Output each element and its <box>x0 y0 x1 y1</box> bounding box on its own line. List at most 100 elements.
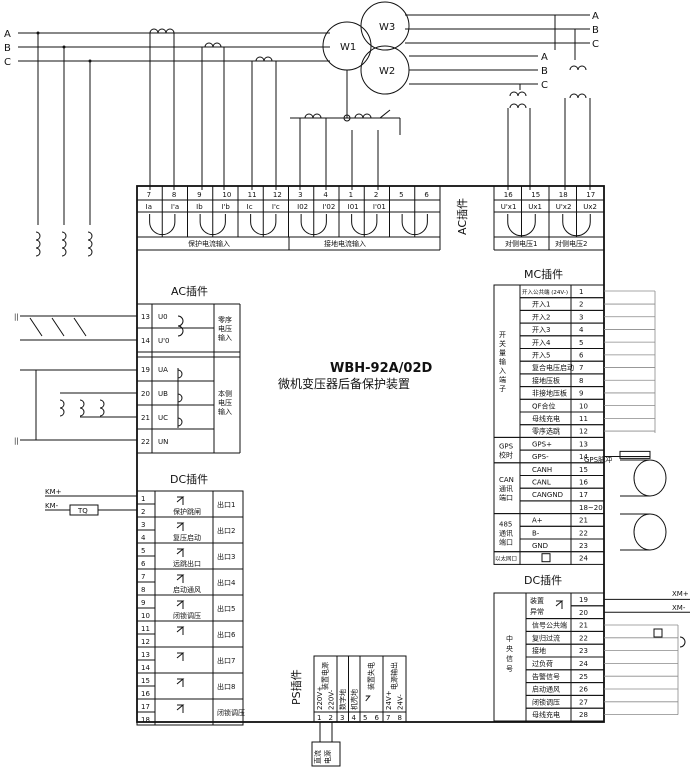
terminal-num: 14 <box>141 337 150 345</box>
terminal-num: 17 <box>586 191 595 199</box>
signal-label: 接地 <box>532 646 546 655</box>
terminal-num: 13 <box>141 313 150 321</box>
terminal-signal: Ux2 <box>583 203 597 211</box>
w3-label-b: B <box>592 25 599 36</box>
terminal-num: 10 <box>222 191 231 199</box>
output-label: 出口3 <box>217 552 235 561</box>
fault-label-2: 异常 <box>530 607 544 616</box>
terminal-signal: I'a <box>171 203 179 211</box>
terminal-signal: UB <box>158 390 168 398</box>
xm-minus: XM- <box>672 604 686 612</box>
bus-label-b: B <box>4 43 11 54</box>
contact-label: 保护跳闸 <box>173 507 201 516</box>
terminal-num: 7 <box>147 191 151 199</box>
terminal-signal: I'c <box>272 203 280 211</box>
pin-num: 8 <box>141 586 145 594</box>
mc-row-num: 3 <box>579 313 583 321</box>
mc-row-label: 开入1 <box>532 301 550 309</box>
mc-row-label: GPS+ <box>532 440 552 448</box>
output-label: 出口4 <box>217 578 236 587</box>
svg-text:子: 子 <box>499 385 506 393</box>
relay-contact <box>176 704 185 713</box>
svg-text:信: 信 <box>506 654 513 663</box>
relay-contact <box>176 678 185 687</box>
left-busbar: A B C <box>4 28 330 225</box>
svg-text:中: 中 <box>506 634 513 643</box>
signal-num: 24 <box>579 660 588 668</box>
mc-row-label: GPS- <box>532 453 549 461</box>
mc-row-num: 6 <box>579 352 584 360</box>
group-opp-voltage-1: 对侧电压1 <box>505 239 537 248</box>
mc-row-num: 18~20 <box>579 504 603 512</box>
signal-num: 26 <box>579 686 588 694</box>
svg-text:央: 央 <box>506 644 513 653</box>
local-v-2: 电压 <box>218 398 232 407</box>
pin-num: 14 <box>141 664 150 672</box>
output-label: 闭锁调压 <box>217 708 245 717</box>
ct-coil <box>351 214 378 236</box>
ethernet-port-icon <box>541 553 551 563</box>
gps-signal: GPS脉冲 <box>584 455 612 464</box>
mc-row-num: 22 <box>579 529 588 537</box>
pin-num: 11 <box>141 625 150 633</box>
ps-pin-signal: 24V+ <box>385 690 393 710</box>
alarm-lamp-icon <box>653 628 663 638</box>
ps-pin-signal: 机壳地 <box>350 689 359 710</box>
svg-text:入: 入 <box>499 367 506 375</box>
terminal-num: 1 <box>349 191 353 199</box>
terminal-num: 6 <box>424 191 429 199</box>
svg-text:CAN: CAN <box>499 476 514 484</box>
mc-row-num: 4 <box>579 326 584 334</box>
mc-row-num: 13 <box>579 440 588 448</box>
output-label: 出口1 <box>217 500 235 509</box>
terminal-signal: UC <box>158 414 168 422</box>
km-plus: KM+ <box>45 488 62 496</box>
svg-text:量: 量 <box>499 349 506 357</box>
fault-relay-contact <box>555 600 564 609</box>
ps-pin-num: 2 <box>329 714 333 722</box>
mc-row-label: CANL <box>532 479 551 487</box>
w3-label-a: A <box>592 11 599 22</box>
terminal-signal: U'x1 <box>501 203 517 211</box>
mc-row-label: B- <box>532 529 540 537</box>
pin-num: 16 <box>141 690 150 698</box>
svg-text:端: 端 <box>499 375 506 384</box>
contact-label: 远跳出口 <box>173 559 201 568</box>
terminal-signal: Ux1 <box>528 203 542 211</box>
terminal-signal: U'x2 <box>556 203 572 211</box>
device-name: 微机变压器后备保护装置 <box>278 376 410 391</box>
ps-pin-num: 5 <box>363 714 367 722</box>
w2-label-c: C <box>541 80 548 91</box>
slot-dc-left: DC插件 <box>170 472 208 486</box>
mc-row-num: 11 <box>579 415 588 423</box>
mc-row-label: GND <box>532 542 548 550</box>
relay-contact <box>176 600 185 609</box>
mc-row <box>519 500 572 515</box>
mc-row-num: 1 <box>579 288 583 296</box>
signal-label: 信号公共端 <box>532 621 567 630</box>
mc-row <box>519 513 572 527</box>
signal-num: 23 <box>579 647 588 655</box>
zero-seq-coil <box>177 315 184 337</box>
local-v-3: 输入 <box>218 407 232 416</box>
signal-num: 22 <box>579 634 588 642</box>
mc-row-num: 16 <box>579 479 588 487</box>
mc-row-label: CANH <box>532 466 552 474</box>
signal-label: 复归过流 <box>532 633 560 642</box>
fault-label-1: 装置 <box>530 596 544 605</box>
svg-text:输: 输 <box>499 357 506 366</box>
signal-num: 19 <box>579 596 588 604</box>
pin-num: 7 <box>141 573 145 581</box>
mc-row-num: 5 <box>579 339 583 347</box>
ps-pin-num: 3 <box>340 714 344 722</box>
winding-w3 <box>360 1 410 51</box>
svg-text:开: 开 <box>499 331 506 339</box>
relay-contact <box>176 574 185 583</box>
group-ethernet <box>493 551 521 565</box>
ct-coil <box>300 214 327 236</box>
terminal-signal: I01 <box>348 203 359 211</box>
pt-coil <box>507 214 536 237</box>
